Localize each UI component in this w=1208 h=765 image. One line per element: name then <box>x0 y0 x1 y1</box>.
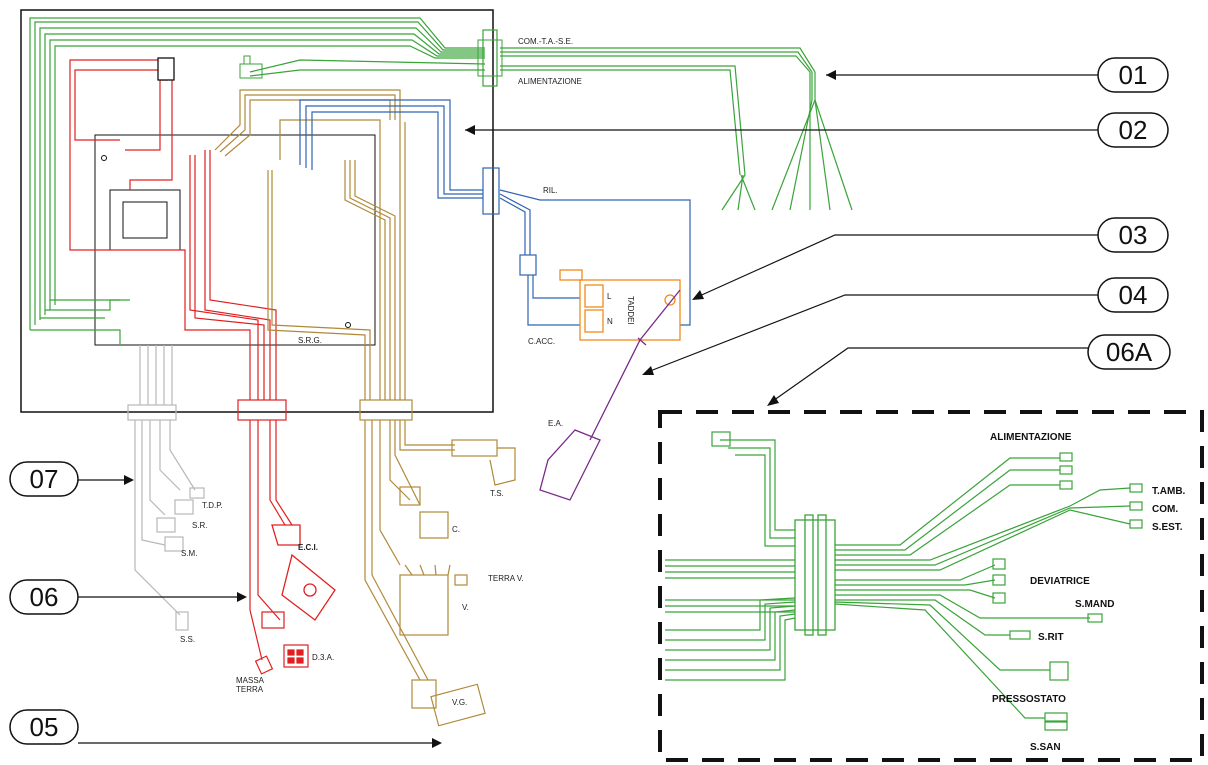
label-alimentazione-top: ALIMENTAZIONE <box>518 77 582 86</box>
detail-gland <box>794 514 836 636</box>
d3a-connector <box>261 611 309 668</box>
transformer <box>109 189 181 251</box>
green-harness <box>29 17 853 345</box>
label-ss: S.S. <box>180 635 195 644</box>
label-ts: T.S. <box>490 489 504 498</box>
red-relay-block <box>157 57 175 81</box>
brown-harness <box>214 89 455 681</box>
blue-harness <box>299 99 691 326</box>
green-connector <box>239 55 263 79</box>
label-ril: RIL. <box>543 186 558 195</box>
label-terra: TERRA <box>236 685 264 694</box>
massa-terra-terminal <box>254 655 274 675</box>
relay-brand: TADDEI <box>626 296 635 325</box>
transformer-core <box>122 201 168 239</box>
callout-04-text: 04 <box>1119 280 1148 310</box>
label-terra-v: TERRA V. <box>488 574 524 583</box>
callout-06a-text: 06A <box>1106 337 1153 367</box>
detail-connectors <box>711 431 1143 731</box>
callout-02: 02 <box>465 112 1169 148</box>
detail-label-t-amb: T.AMB. <box>1152 486 1186 497</box>
detail-label-deviatrice: DEVIATRICE <box>1030 576 1090 587</box>
label-sr: S.R. <box>192 521 208 530</box>
label-c-acc: C.ACC. <box>528 337 555 346</box>
board-hole <box>101 155 107 161</box>
detail-label-com: COM. <box>1152 504 1178 515</box>
grey-harness <box>134 345 196 616</box>
detail-label-s-san: S.SAN <box>1030 742 1061 753</box>
c-acc-relay <box>559 269 681 341</box>
label-massa: MASSA <box>236 676 265 685</box>
callout-01-text: 01 <box>1119 60 1148 90</box>
callout-07: 07 <box>9 461 134 497</box>
label-eci: E.C.I. <box>298 543 318 552</box>
ts-sensor <box>451 439 516 486</box>
label-d3a: D.3.A. <box>312 653 334 662</box>
blue-plug <box>519 254 537 276</box>
detail-green-wires <box>665 439 1131 719</box>
detail-label-s-rit: S.RIT <box>1038 632 1064 643</box>
callout-06a: 06A <box>767 334 1171 406</box>
label-c: C. <box>452 525 460 534</box>
callout-05: 05 <box>9 709 442 748</box>
red-harness <box>69 59 293 661</box>
board-hole <box>345 322 351 328</box>
callout-07-text: 07 <box>30 464 59 494</box>
label-com-ta-se: COM.-T.A.-S.E. <box>518 37 573 46</box>
label-ea: E.A. <box>548 419 563 428</box>
cable-gland-top-ring <box>477 39 503 77</box>
detail-06a-box <box>658 410 1204 762</box>
grey-sensors <box>156 487 205 631</box>
brown-gland <box>359 399 413 421</box>
callout-06-text: 06 <box>30 582 59 612</box>
detail-label-alimentazione: ALIMENTAZIONE <box>990 432 1072 443</box>
callout-04: 04 <box>642 277 1169 375</box>
blue-gland <box>482 167 500 215</box>
red-gland <box>237 399 287 421</box>
label-sm: S.M. <box>181 549 197 558</box>
vg-connector <box>411 679 486 727</box>
grey-gland <box>127 404 177 421</box>
cable-gland-top <box>482 29 498 87</box>
ea-electrode <box>539 289 681 501</box>
label-v: V. <box>462 603 469 612</box>
control-board <box>94 134 376 346</box>
detail-label-pressostato: PRESSOSTATO <box>992 694 1066 705</box>
v-connector <box>399 564 468 636</box>
callout-02-text: 02 <box>1119 115 1148 145</box>
detail-label-s-mand: S.MAND <box>1075 599 1114 610</box>
relay-n-label: N <box>607 317 613 326</box>
callout-01: 01 <box>826 57 1169 93</box>
label-vg: V.G. <box>452 698 467 707</box>
label-srg: S.R.G. <box>298 336 322 345</box>
boiler-housing <box>20 9 494 413</box>
relay-l-label: L <box>607 292 612 301</box>
c-connector <box>399 486 449 539</box>
eci-sensor <box>271 524 336 621</box>
callout-03-text: 03 <box>1119 220 1148 250</box>
detail-label-s-est: S.EST. <box>1152 522 1183 533</box>
label-tdp: T.D.P. <box>202 501 223 510</box>
callout-03: 03 <box>692 217 1169 300</box>
callout-05-text: 05 <box>30 712 59 742</box>
callout-06: 06 <box>9 579 247 615</box>
